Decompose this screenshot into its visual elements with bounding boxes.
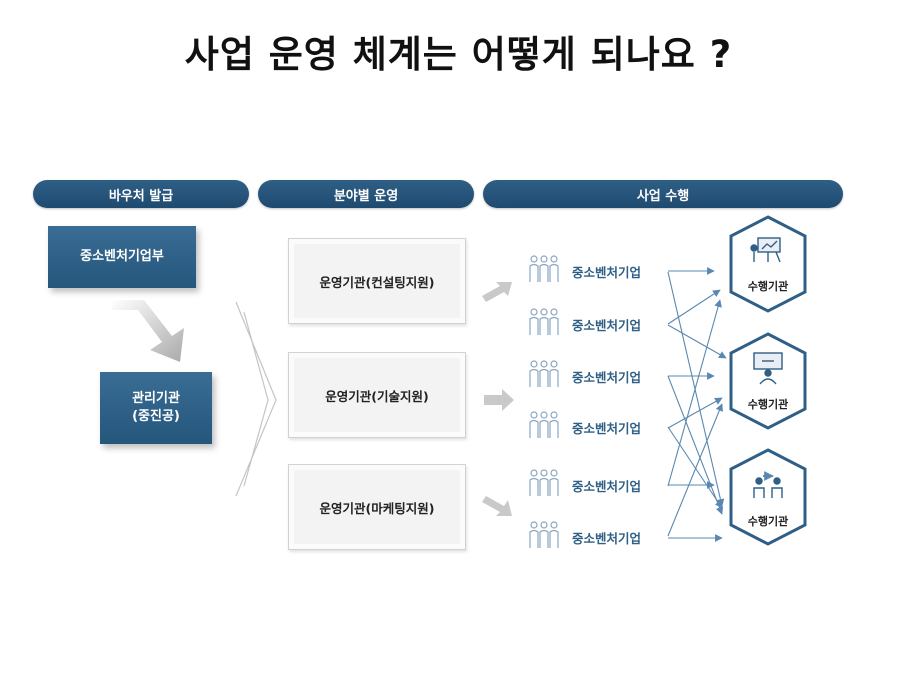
operator-label: 운영기관(마케팅지원): [319, 500, 435, 516]
operator-label: 운영기관(기술지원): [325, 388, 429, 404]
manager-label-line2: (중진공): [132, 409, 180, 424]
people-group-icon: [528, 254, 560, 288]
operator-box-consulting: 운영기관(컨설팅지원): [288, 238, 466, 324]
presentation-board-icon: [750, 237, 781, 263]
manager-box: 관리기관 (중진공): [100, 372, 212, 444]
enterprise-row: 중소벤처기업: [528, 254, 642, 288]
manager-bracket-lines: [235, 301, 277, 497]
enterprise-to-performer-arrows: [667, 267, 727, 542]
enterprise-label: 중소벤처기업: [572, 317, 642, 333]
people-group-icon: [528, 520, 560, 554]
enterprise-label: 중소벤처기업: [572, 264, 642, 280]
operator-to-enterprise-arrows: [482, 282, 514, 516]
operator-box-marketing: 운영기관(마케팅지원): [288, 464, 466, 550]
enterprise-row: 중소벤처기업: [528, 410, 642, 444]
enterprise-label: 중소벤처기업: [572, 420, 642, 436]
ministry-label: 중소벤처기업부: [80, 249, 164, 264]
performer-label-3: 수행기관: [747, 515, 789, 528]
people-group-icon: [528, 307, 560, 341]
header-project-execution: 사업 수행: [483, 180, 843, 208]
operator-label: 운영기관(컨설팅지원): [319, 274, 435, 290]
header-voucher-issue: 바우처 발급: [33, 180, 249, 208]
people-group-icon: [528, 468, 560, 502]
enterprise-label: 중소벤처기업: [572, 369, 642, 385]
enterprise-row: 중소벤처기업: [528, 468, 642, 502]
ministry-box: 중소벤처기업부: [48, 226, 196, 288]
page-title: 사업 운영 체계는 어떻게 되나요 ?: [184, 33, 733, 76]
performer-label-1: 수행기관: [747, 280, 789, 293]
person-exchange-icon: [753, 471, 783, 498]
enterprise-label: 중소벤처기업: [572, 530, 642, 546]
manager-label-line1: 관리기관: [132, 391, 180, 406]
monitor-person-icon: [753, 352, 783, 385]
enterprise-row: 중소벤처기업: [528, 359, 642, 393]
operator-box-technology: 운영기관(기술지원): [288, 352, 466, 438]
header-field-operation: 분야별 운영: [258, 180, 474, 208]
ministry-to-manager-arrow: [112, 300, 184, 362]
performer-hexagons: [729, 215, 807, 546]
enterprise-row: 중소벤처기업: [528, 520, 642, 554]
enterprise-label: 중소벤처기업: [572, 478, 642, 494]
performer-label-2: 수행기관: [747, 398, 789, 411]
enterprise-row: 중소벤처기업: [528, 307, 642, 341]
people-group-icon: [528, 410, 560, 444]
people-group-icon: [528, 359, 560, 393]
